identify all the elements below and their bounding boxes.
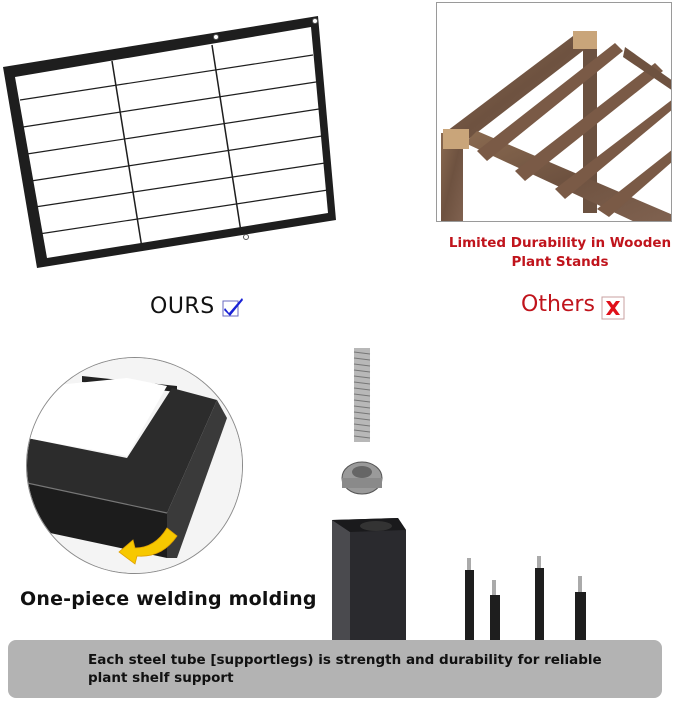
metal-frame-image [3,16,336,268]
checkbox-x-icon [601,296,625,320]
checkbox-checked-icon [222,298,243,317]
welding-closeup-image [26,357,243,574]
others-caption-line1: Limited Durability in Wooden [448,235,672,251]
welding-caption: One-piece welding molding [20,588,317,610]
ours-label: OURS [150,294,215,319]
others-caption: Limited Durability in Wooden Plant Stand… [440,234,679,272]
steel-tube-image [332,348,586,640]
others-label: Others [521,292,595,317]
tube-caption: Each steel tube [supportlegs) is strengt… [88,652,602,686]
caption-bar [8,640,662,698]
wooden-stand-image [436,2,672,222]
others-caption-line2: Plant Stands [511,254,609,270]
